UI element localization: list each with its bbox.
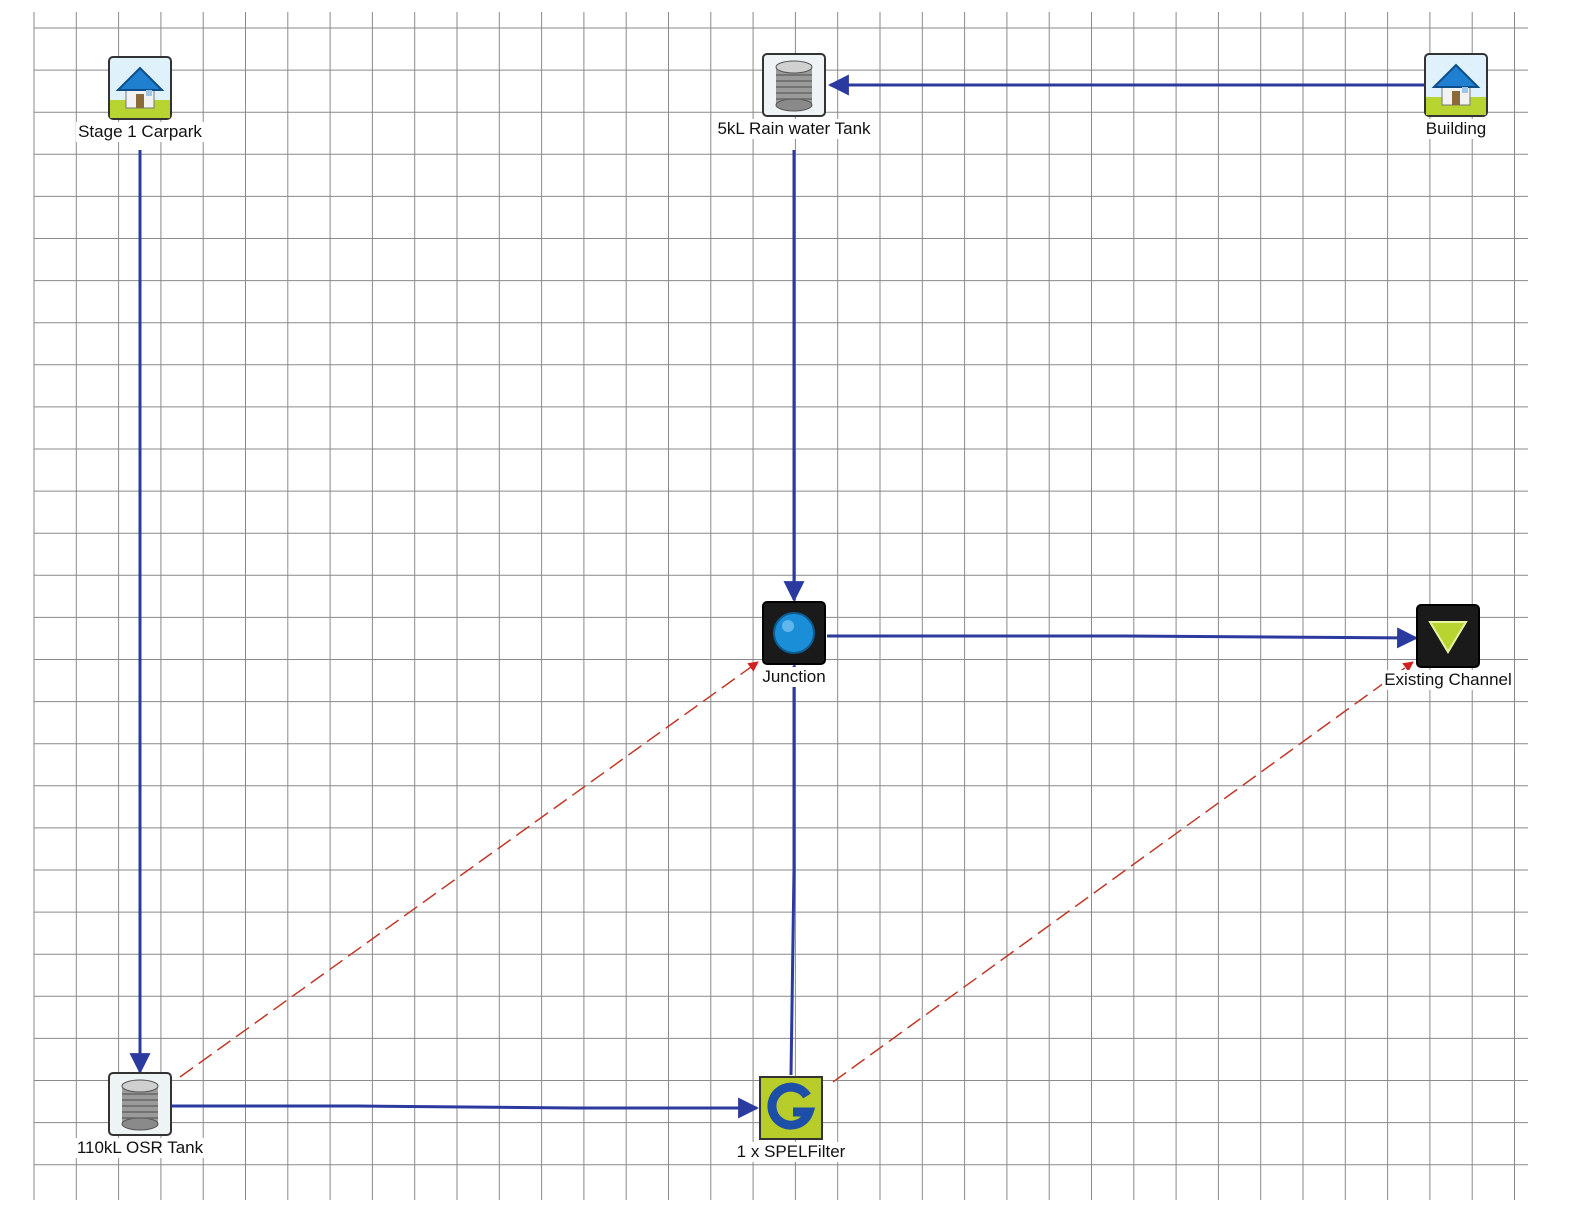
node-label: 1 x SPELFilter xyxy=(734,1142,848,1162)
link-spel-to-channel[interactable] xyxy=(832,661,1414,1083)
storage-tank-icon xyxy=(108,1072,172,1136)
link-osr-tank-to-junction[interactable] xyxy=(179,661,759,1078)
storage-tank-icon xyxy=(762,53,826,117)
node-label: Junction xyxy=(760,667,828,687)
background-grid xyxy=(33,12,1528,1200)
gpt-filter-icon xyxy=(759,1076,823,1140)
node-carpark[interactable]: Stage 1 Carpark xyxy=(60,56,220,142)
catchment-house-icon xyxy=(1424,53,1488,117)
link-layer xyxy=(129,74,1424,1119)
node-label: 5kL Rain water Tank xyxy=(715,119,873,139)
node-rain-tank[interactable]: 5kL Rain water Tank xyxy=(714,53,874,139)
link-osr-tank-to-spel[interactable] xyxy=(172,1097,760,1119)
node-label: Existing Channel xyxy=(1382,670,1514,690)
catchment-house-icon xyxy=(108,56,172,120)
link-spel-to-junction[interactable] xyxy=(783,663,805,1076)
junction-node-icon xyxy=(762,601,826,665)
node-osr-tank[interactable]: 110kL OSR Tank xyxy=(60,1072,220,1158)
node-label: Building xyxy=(1423,119,1489,139)
receiving-node-icon xyxy=(1416,604,1480,668)
node-junction[interactable]: Junction xyxy=(714,601,874,687)
node-building[interactable]: Building xyxy=(1376,53,1536,139)
link-junction-to-channel[interactable] xyxy=(827,627,1419,649)
node-label: 110kL OSR Tank xyxy=(74,1138,206,1158)
node-spel[interactable]: 1 x SPELFilter xyxy=(711,1076,871,1162)
node-label: Stage 1 Carpark xyxy=(76,122,204,142)
node-channel[interactable]: Existing Channel xyxy=(1368,604,1528,690)
